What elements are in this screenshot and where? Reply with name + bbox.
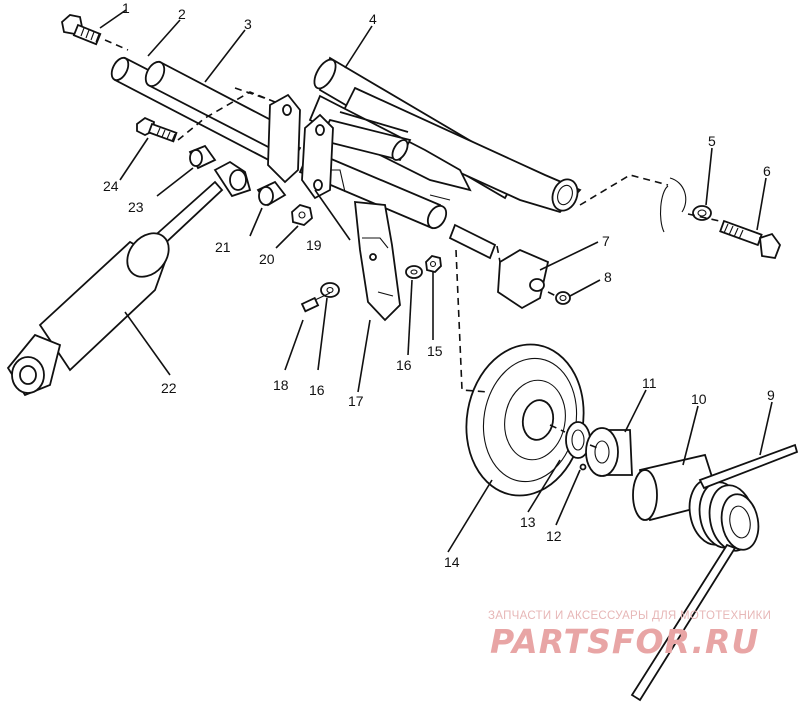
callout-1: 1 — [122, 0, 130, 16]
callout-12: 12 — [546, 528, 562, 544]
callout-14: 14 — [444, 554, 460, 570]
callout-24: 24 — [103, 178, 119, 194]
part-shock-absorber — [6, 160, 252, 397]
callout-4: 4 — [369, 11, 377, 27]
part-mount-plates — [267, 93, 334, 200]
part-washer-5 — [659, 177, 712, 233]
leader-lines — [99, 9, 773, 553]
callout-21: 21 — [215, 239, 231, 255]
watermark-logo: PARTSFOR.RU — [490, 622, 760, 661]
callout-15: 15 — [427, 343, 443, 359]
callout-16a: 16 — [396, 357, 412, 373]
part-bolt-6 — [719, 219, 782, 259]
callout-10: 10 — [691, 391, 707, 407]
callout-labels: 1 2 3 4 5 6 7 8 9 10 11 12 13 14 15 16 1… — [103, 0, 775, 570]
part-tube — [144, 60, 292, 154]
part-frame-assembly — [298, 56, 582, 260]
callout-18: 18 — [273, 377, 289, 393]
callout-13: 13 — [520, 514, 536, 530]
callout-22: 22 — [161, 380, 177, 396]
part-nut-15 — [425, 255, 442, 273]
part-washer-16b — [320, 282, 340, 298]
part-nut-7 — [497, 248, 550, 310]
callout-8: 8 — [604, 269, 612, 285]
part-idler-wheel — [465, 343, 585, 497]
part-bushing-23 — [188, 144, 217, 170]
part-washer-16a — [405, 265, 423, 279]
callout-11: 11 — [642, 375, 657, 391]
part-screw-18 — [300, 292, 331, 313]
callout-6: 6 — [763, 163, 771, 179]
callout-17: 17 — [348, 393, 364, 409]
part-nut-20 — [291, 203, 313, 226]
callout-19: 19 — [306, 237, 322, 253]
callout-9: 9 — [767, 387, 775, 403]
part-bolt-24 — [136, 116, 178, 143]
callout-7: 7 — [602, 233, 610, 249]
part-collar-11 — [579, 427, 633, 477]
part-torsion-spring — [630, 443, 799, 702]
part-bracket — [353, 200, 401, 322]
callout-23: 23 — [128, 199, 144, 215]
watermark-tagline: ЗАПЧАСТИ И АКСЕССУАРЫ ДЛЯ МОТОТЕХНИКИ — [488, 610, 772, 622]
callout-20: 20 — [259, 251, 275, 267]
part-washer-8 — [555, 291, 571, 305]
assembly-dashed-lines — [104, 39, 725, 449]
callout-2: 2 — [178, 6, 186, 22]
part-bolt-small — [61, 14, 102, 46]
callout-5: 5 — [708, 133, 716, 149]
part-bushing-21 — [256, 180, 287, 207]
callout-16b: 16 — [309, 382, 325, 398]
callout-3: 3 — [244, 16, 252, 32]
